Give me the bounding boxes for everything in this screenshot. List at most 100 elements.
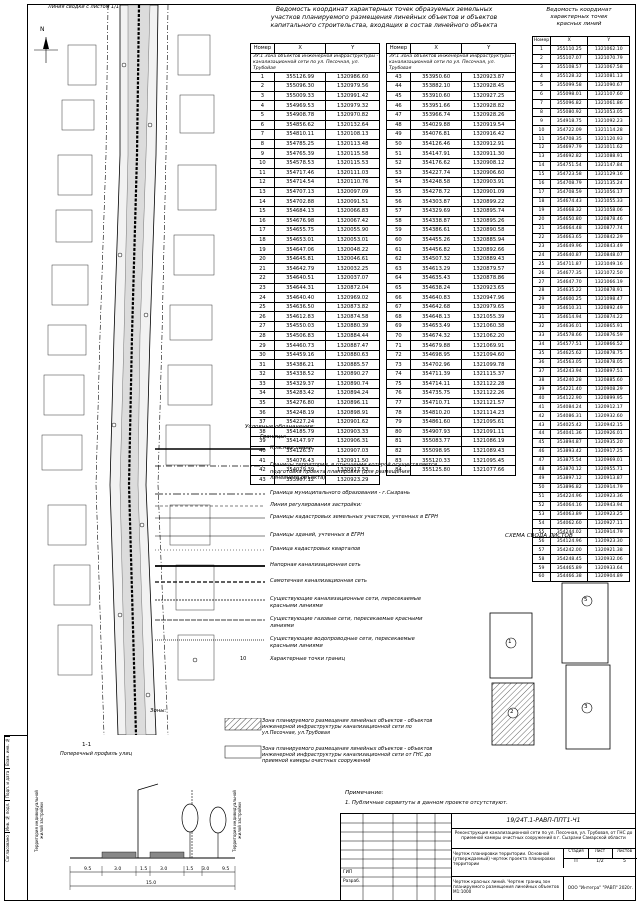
coord-y: 1320947.96 (461, 292, 516, 303)
point-number: 1 (250, 71, 275, 83)
drawing-name: Чертеж планировки территории. Основной (… (453, 851, 555, 867)
point-number: 60 (532, 572, 551, 583)
point-number: 46 (386, 100, 411, 111)
coord-y: 1320878.91 (587, 286, 630, 297)
point-number: 69 (386, 321, 411, 332)
coord-x: 354653.01 (273, 234, 327, 246)
point-number: 10 (532, 125, 551, 136)
side-stamp-cell: Согласовано (5, 832, 10, 864)
dim-label: 1.5 (140, 867, 148, 872)
coord-x: 354084.24 (549, 402, 589, 413)
sheets-head: Листов (612, 848, 637, 859)
coord-y: 1320986.60 (325, 71, 380, 83)
point-number: 35 (532, 348, 551, 359)
coord-x: 354655.75 (273, 225, 327, 236)
coord-y: 1320919.54 (461, 119, 516, 131)
coord-y: 1321094.60 (461, 349, 516, 361)
site-plan-map (34, 5, 217, 735)
point-number: 49 (532, 473, 551, 484)
coord-y: 1320979.65 (461, 301, 516, 313)
coord-x: 354810.11 (273, 129, 327, 140)
title-block-roles: ГИП Разраб. (341, 814, 452, 900)
coord-x: 353897.12 (549, 473, 589, 484)
coord-y: 1320889.43 (461, 253, 516, 265)
coord-y: 1321061.86 (587, 98, 630, 109)
coord-x: 354577.51 (549, 339, 589, 350)
coord-y: 1320898.91 (325, 407, 380, 418)
coord-x: 354650.80 (549, 214, 589, 225)
point-number: 40 (532, 393, 551, 404)
scheme-title: СХЕМА СВОДА ЛИСТОВ (505, 533, 573, 539)
point-number: 67 (386, 301, 411, 313)
coord-y: 1320899.95 (587, 393, 630, 404)
point-number: 79 (386, 416, 411, 428)
point-number: 16 (250, 215, 275, 227)
coord-x: 354664.48 (549, 223, 589, 234)
north-arrow-icon (34, 37, 58, 63)
coord-y: 1321069.91 (461, 340, 516, 351)
coord-x: 354224.96 (549, 491, 589, 502)
coord-x: 354147.91 (409, 148, 463, 159)
coord-y: 1321070.79 (587, 53, 630, 64)
coord-x: 354248.58 (409, 177, 463, 188)
coord-x: 354697.79 (549, 143, 589, 154)
side-stamp-cell: Инв. № подл. (5, 800, 10, 832)
coord-x: 354717.46 (273, 167, 327, 179)
point-number: 35 (250, 397, 275, 409)
point-number: 33 (532, 330, 551, 341)
coord-y: 1320885.60 (587, 375, 630, 386)
point-number: 77 (386, 397, 411, 409)
dim-total: 15.0 (146, 881, 157, 886)
coord-y: 1320942.15 (587, 420, 630, 431)
point-number: 53 (386, 167, 411, 179)
coord-x: 354679.88 (409, 340, 463, 351)
point-number: 72 (386, 349, 411, 361)
coord-y: 1321135.24 (587, 179, 630, 189)
redlines-title-line: Ведомость координат (546, 7, 612, 13)
legend-symbol (155, 565, 265, 567)
project-name: Реконструкция канализационной сети по ул… (454, 830, 633, 841)
point-number: 26 (532, 268, 551, 279)
coord-y: 1320896.11 (325, 397, 380, 409)
legend-item: Граница кадастровых кварталов (270, 546, 361, 552)
coord-y: 1320843.49 (587, 241, 630, 252)
coord-x: 354029.88 (409, 119, 463, 131)
legend-symbol (155, 517, 265, 519)
point-number: 54 (386, 177, 411, 188)
coord-y: 1321122.28 (461, 378, 516, 390)
coord-y: 1321086.19 (461, 436, 516, 447)
point-number: 71 (386, 340, 411, 351)
point-number: 11 (250, 167, 275, 179)
coord-y: 1321122.26 (461, 388, 516, 399)
coord-y: 1320928.26 (461, 109, 516, 121)
point-number: 17 (250, 225, 275, 236)
point-number: 29 (250, 340, 275, 351)
point-number: 18 (250, 234, 275, 246)
table-header: Номер (532, 36, 551, 46)
coord-x: 355126.99 (273, 71, 327, 83)
dim-label: 3.0 (114, 867, 122, 872)
coord-x: 354062.60 (549, 518, 589, 529)
coord-x: 354707.13 (273, 186, 327, 198)
